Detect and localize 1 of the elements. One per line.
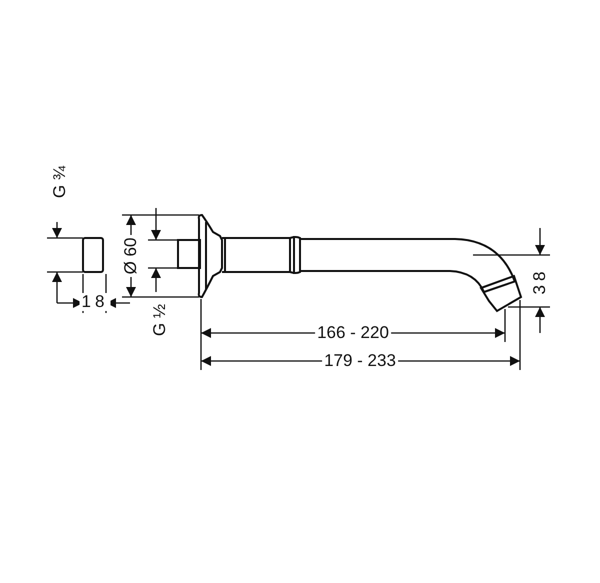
dimension-label: 18 (80, 293, 110, 311)
